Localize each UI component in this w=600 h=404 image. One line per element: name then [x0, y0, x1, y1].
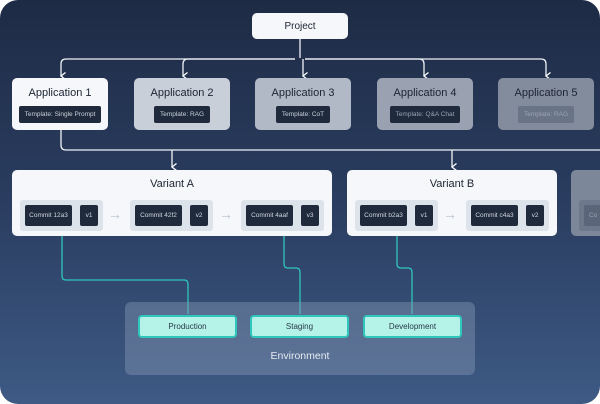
commit-version: v2	[190, 205, 208, 226]
application-node[interactable]: Application 3 Template: CoT	[255, 78, 351, 130]
commit-version: v1	[80, 205, 98, 226]
application-node[interactable]: Application 4 Template: Q&A Chat	[377, 78, 473, 130]
commit-group[interactable]: Commit b2a3 v1	[355, 200, 438, 231]
application-name: Application 1	[28, 87, 92, 99]
development-link	[397, 227, 413, 314]
template-badge: Template: CoT	[275, 106, 331, 123]
app1-variants-line	[60, 130, 600, 151]
arrow-app4	[305, 58, 424, 76]
application-name: Application 4	[393, 87, 457, 99]
project-label: Project	[284, 20, 316, 32]
template-badge: Template: Q&A Chat	[389, 106, 461, 123]
commit-group[interactable]: Commit 42f2 v2	[130, 200, 213, 231]
arrow-right-icon: →	[108, 206, 122, 222]
arrow-app2	[183, 58, 295, 76]
commit-id: Co	[584, 205, 600, 226]
commit-id: Commit c4a3	[471, 205, 518, 226]
commit-group[interactable]: Commit c4a3 v2	[466, 200, 549, 231]
application-name: Application 3	[271, 87, 335, 99]
commit-id: Commit 42f2	[135, 205, 182, 226]
application-name: Application 5	[514, 87, 578, 99]
environment-panel: Production Staging Development Environme…	[125, 302, 475, 375]
production-link	[62, 227, 189, 314]
arrow-right-icon: →	[219, 206, 233, 222]
commit-id: Commit b2a3	[360, 205, 407, 226]
environment-label: Environment	[270, 350, 330, 362]
environment-production[interactable]: Production	[138, 315, 237, 338]
commit-version: v1	[415, 205, 433, 226]
template-badge: Template: RAG	[517, 106, 575, 123]
application-node[interactable]: Application 1 Template: Single Prompt	[12, 78, 108, 130]
variant-node[interactable]: Variant B Commit b2a3 v1 → Commit c4a3 v2	[347, 170, 557, 236]
template-badge: Template: RAG	[153, 106, 211, 123]
variant-node-partial[interactable]: Co	[571, 170, 600, 236]
commit-version: v3	[301, 205, 319, 226]
arrow-app1	[61, 58, 295, 76]
variant-name: Variant B	[429, 178, 475, 190]
environment-development[interactable]: Development	[363, 315, 462, 338]
template-badge: Template: Single Prompt	[18, 106, 102, 123]
commit-group[interactable]: Commit 4aaf v3	[241, 200, 324, 231]
commit-version: v2	[526, 205, 544, 226]
application-node[interactable]: Application 2 Template: RAG	[134, 78, 230, 130]
arrow-right-icon: →	[443, 206, 457, 222]
application-name: Application 2	[150, 87, 214, 99]
variant-name: Variant A	[150, 178, 194, 190]
commit-group[interactable]: Commit 12a3 v1	[20, 200, 103, 231]
commit-id: Commit 4aaf	[246, 205, 293, 226]
commit-id: Commit 12a3	[25, 205, 72, 226]
arrow-app5	[305, 58, 546, 76]
application-node[interactable]: Application 5 Template: RAG	[498, 78, 594, 130]
commit-group[interactable]: Co	[579, 200, 600, 231]
staging-link	[284, 227, 301, 314]
project-node[interactable]: Project	[252, 13, 348, 39]
environment-staging[interactable]: Staging	[250, 315, 349, 338]
